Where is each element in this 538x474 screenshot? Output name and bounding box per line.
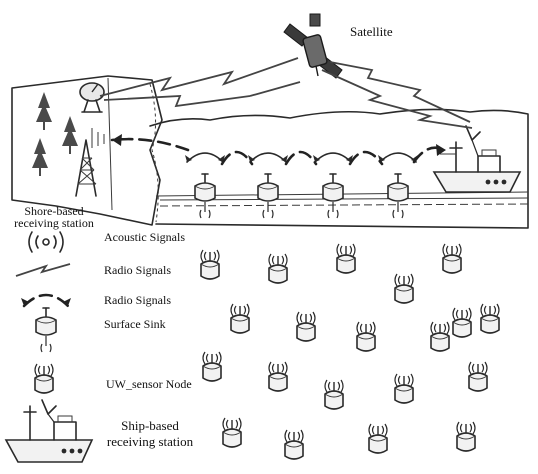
legend-surface-sink-icon xyxy=(21,295,71,352)
radio-link-chain xyxy=(112,134,446,164)
legend-uw-node-label: UW_sensor Node xyxy=(106,377,192,391)
satellite-label: Satellite xyxy=(350,24,393,39)
tree-icon xyxy=(32,92,78,176)
dish-antenna-icon xyxy=(80,83,104,112)
ship-icon xyxy=(434,126,520,192)
radio-tower-icon xyxy=(76,128,104,196)
legend-ship-label-line1: Ship-based xyxy=(121,418,179,433)
legend-radio-label: Radio Signals xyxy=(104,263,171,277)
surface-sink xyxy=(185,153,418,218)
legend-radio-sink-label-line2: Surface Sink xyxy=(104,317,166,331)
legend-ship-icon xyxy=(6,400,92,462)
legend-radio-icon xyxy=(16,264,70,276)
legend-ship-label-line2: receiving station xyxy=(107,434,194,449)
legend-acoustic-label: Acoustic Signals xyxy=(104,230,185,244)
legend-acoustic-icon xyxy=(29,232,63,252)
legend-radio-sink-label-line1: Radio Signals xyxy=(104,293,171,307)
uw-sensor-node xyxy=(201,244,499,459)
shore-station-label-line2: receiving station xyxy=(14,216,94,230)
satellite-icon xyxy=(284,14,342,78)
legend-uw-node-icon xyxy=(35,364,53,393)
